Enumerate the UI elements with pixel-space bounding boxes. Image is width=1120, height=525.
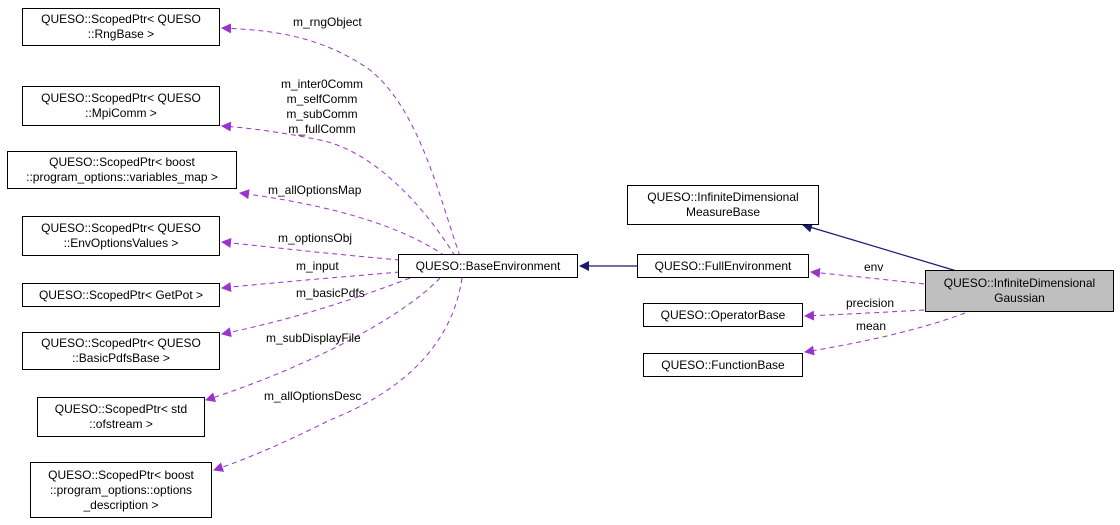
edge-inherit-measure (802, 222, 961, 273)
edge-mpi (221, 121, 456, 257)
edge-label-precision: precision (846, 296, 895, 310)
node-full-environment[interactable]: QUESO::FullEnvironment (637, 254, 809, 278)
edge-label-alloptionsmap: m_allOptionsMap (268, 183, 362, 197)
edge-pdfs (221, 277, 411, 338)
node-scoped-ptr-rngbase[interactable]: QUESO::ScopedPtr< QUESO ::RngBase > (22, 8, 220, 46)
node-function-base[interactable]: QUESO::FunctionBase (643, 353, 803, 377)
node-scoped-ptr-ofstream[interactable]: QUESO::ScopedPtr< std ::ofstream > (37, 397, 205, 437)
edge-label-mean: mean (856, 319, 887, 333)
node-scoped-ptr-envoptionsvalues[interactable]: QUESO::ScopedPtr< QUESO ::EnvOptionsValu… (22, 216, 220, 256)
edge-ofstream (205, 277, 441, 403)
node-scoped-ptr-variables-map[interactable]: QUESO::ScopedPtr< boost ::program_option… (7, 151, 237, 189)
edge-optdesc (213, 277, 463, 472)
node-infinite-dimensional-measure-base[interactable]: QUESO::InfiniteDimensional MeasureBase (627, 185, 819, 225)
node-scoped-ptr-mpicomm[interactable]: QUESO::ScopedPtr< QUESO ::MpiComm > (22, 86, 220, 126)
edge-label-basicpdfs: m_basicPdfs (296, 286, 365, 300)
edge-label-alloptionsdesc: m_allOptionsDesc (264, 389, 362, 403)
edge-label-optionsobj: m_optionsObj (278, 231, 353, 245)
node-scoped-ptr-getpot[interactable]: QUESO::ScopedPtr< GetPot > (22, 283, 220, 307)
edge-label-input: m_input (296, 259, 339, 273)
edge-label-subdisplayfile: m_subDisplayFile (266, 331, 361, 345)
node-base-environment[interactable]: QUESO::BaseEnvironment (398, 254, 578, 278)
edge-precision (804, 309, 925, 321)
edge-env (810, 267, 925, 285)
edge-label-comms: m_inter0Comm m_selfComm m_subComm m_full… (280, 77, 364, 136)
node-operator-base[interactable]: QUESO::OperatorBase (643, 303, 803, 327)
edge-envopts (221, 237, 401, 261)
edge-getpot (221, 271, 401, 293)
node-infinite-dimensional-gaussian: QUESO::InfiniteDimensional Gaussian (925, 270, 1114, 312)
edge-label-rngobject: m_rngObject (293, 15, 362, 29)
edge-label-env: env (864, 260, 884, 274)
edge-rng (221, 23, 461, 257)
node-scoped-ptr-options-description[interactable]: QUESO::ScopedPtr< boost ::program_option… (30, 462, 212, 518)
node-scoped-ptr-basicpdfsbase[interactable]: QUESO::ScopedPtr< QUESO ::BasicPdfsBase … (22, 332, 220, 370)
edge-mean (804, 312, 966, 356)
edge-varmap (239, 189, 446, 257)
